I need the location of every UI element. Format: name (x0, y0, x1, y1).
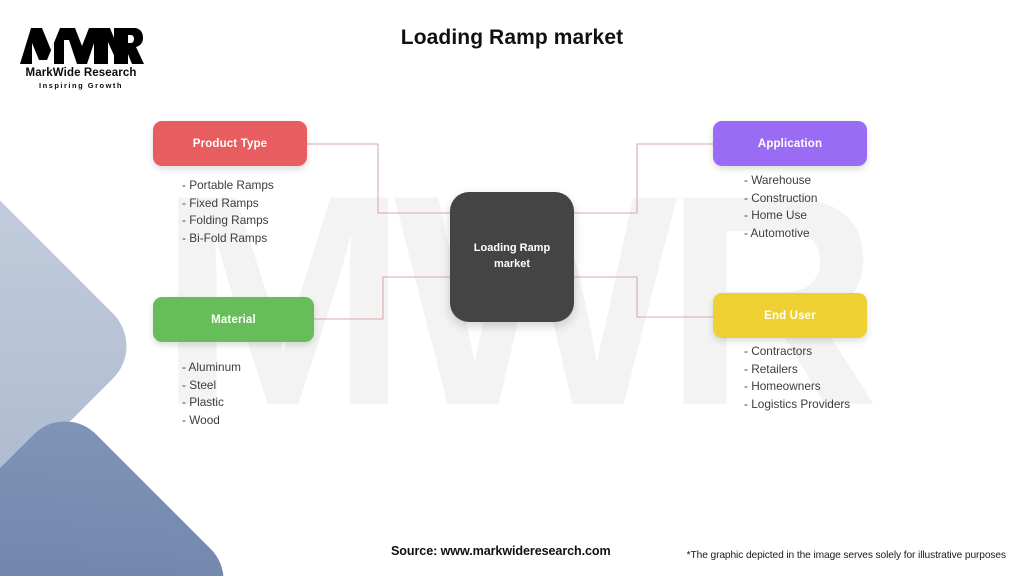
footer-disclaimer: *The graphic depicted in the image serve… (686, 550, 1006, 561)
node-center-label: Loading Ramp market (474, 241, 550, 273)
logo-company-name: MarkWide Research (25, 67, 137, 79)
node-material[interactable]: Material (153, 297, 314, 342)
node-application[interactable]: Application (713, 121, 867, 166)
list-material: - Aluminum - Steel - Plastic - Wood (182, 359, 241, 429)
list-end-user: - Contractors - Retailers - Homeowners -… (744, 343, 850, 413)
connector-end-user (572, 276, 713, 318)
logo-tagline: Inspiring Growth (39, 81, 123, 90)
list-item: - Folding Ramps (182, 213, 269, 228)
list-item: - Wood (182, 412, 220, 427)
connector-material (314, 276, 452, 320)
node-center-market[interactable]: Loading Ramp market (450, 192, 574, 322)
mwr-logo-icon (20, 28, 144, 64)
list-item: - Portable Ramps (182, 178, 274, 192)
list-item: - Steel (182, 377, 217, 392)
footer-source: Source: www.markwideresearch.com (391, 544, 611, 558)
list-item: - Fixed Ramps (182, 195, 259, 210)
list-item: - Plastic (182, 395, 224, 410)
node-center-label-line1: Loading Ramp (473, 242, 551, 255)
list-item: - Logistics Providers (744, 396, 851, 411)
node-material-label: Material (211, 313, 256, 326)
node-center-label-line2: market (493, 258, 531, 270)
list-item: - Construction (744, 190, 818, 205)
list-item: - Automotive (744, 225, 810, 240)
list-item: - Contractors (744, 344, 813, 358)
list-item: - Home Use (744, 208, 807, 223)
node-end-user-label: End User (764, 309, 816, 322)
page-title: Loading Ramp market (400, 26, 624, 49)
list-item: - Homeowners (744, 379, 821, 394)
list-item: - Aluminum (182, 360, 242, 374)
node-product-type[interactable]: Product Type (153, 121, 307, 166)
list-product-type: - Portable Ramps - Fixed Ramps - Folding… (182, 177, 274, 247)
node-application-label: Application (757, 137, 823, 150)
node-product-type-label: Product Type (192, 137, 268, 150)
node-end-user[interactable]: End User (713, 293, 867, 338)
list-item: - Retailers (744, 361, 798, 376)
brand-logo: MarkWide Research Inspiring Growth (18, 24, 144, 90)
list-item: - Warehouse (744, 173, 812, 187)
list-item: - Bi-Fold Ramps (182, 230, 268, 245)
connector-product-type (307, 143, 452, 214)
list-application: - Warehouse - Construction - Home Use - … (744, 172, 817, 242)
connector-application (572, 143, 713, 214)
